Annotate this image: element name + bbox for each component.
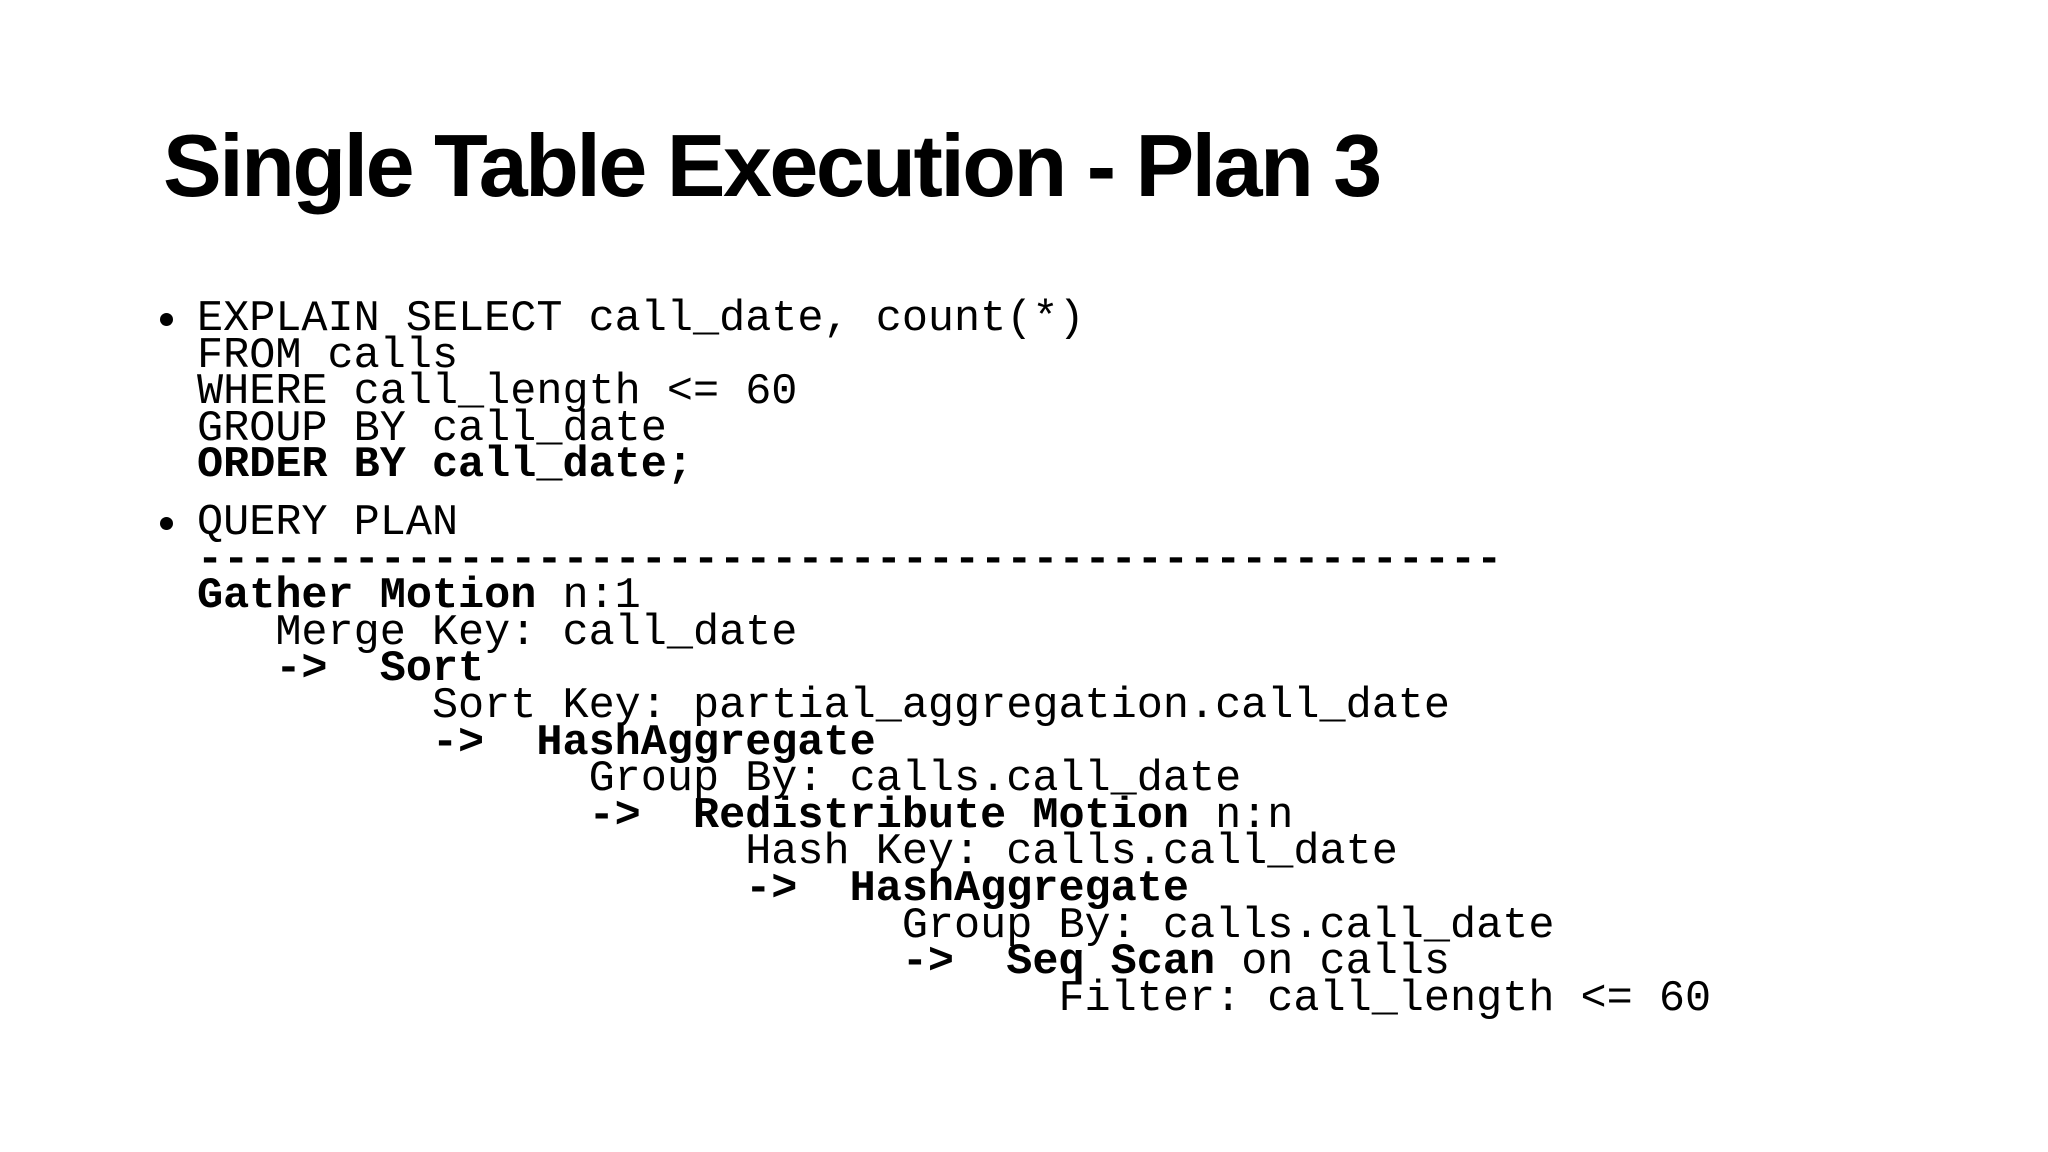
code-line: Group By: calls.call_date [197, 758, 1711, 802]
bullet-dot [160, 517, 173, 530]
code-line: -> HashAggregate [197, 721, 1711, 765]
code-line: Group By: calls.call_date [197, 904, 1711, 948]
code-segment: -> HashAggregate [431, 718, 876, 768]
code-segment: n:n [1188, 791, 1294, 841]
code-segment: -> Sort [275, 645, 485, 695]
code-line: Gather Motion n:1 [197, 575, 1711, 619]
code-segment: -> Redistribute Motion [588, 791, 1189, 841]
code-segment: on calls [1215, 938, 1451, 988]
code-line: QUERY PLAN [197, 502, 1711, 546]
code-segment: Group By: calls.call_date [197, 901, 1555, 951]
code-segment: FROM calls [197, 331, 459, 381]
code-line: FROM calls [197, 334, 1085, 378]
code-segment: EXPLAIN SELECT call_date, count(*) [197, 295, 1085, 344]
code-line: -> HashAggregate [197, 868, 1711, 912]
code-line: -> Sort [197, 648, 1711, 692]
code-line: Sort Key: partial_aggregation.call_date [197, 685, 1711, 729]
code-line: EXPLAIN SELECT call_date, count(*) [197, 298, 1085, 342]
code-line: Merge Key: call_date [197, 612, 1711, 656]
code-line: Filter: call_length <= 60 [197, 977, 1711, 1021]
code-segment: ORDER BY call_date; [197, 441, 693, 491]
slide-title: Single Table Execution - Plan 3 [163, 116, 1382, 215]
code-segment: ----------------------------------------… [197, 535, 1503, 585]
code-segment: n:1 [536, 572, 641, 622]
code-line: ----------------------------------------… [197, 538, 1711, 582]
code-line: Hash Key: calls.call_date [197, 831, 1711, 875]
code-segment: WHERE call_length <= 60 [197, 368, 798, 418]
code-segment: -> HashAggregate [745, 864, 1189, 914]
code-segment: Hash Key: calls.call_date [197, 828, 1398, 878]
code-line: GROUP BY call_date [197, 408, 1085, 452]
code-line: -> Seq Scan on calls [197, 941, 1711, 985]
query-plan-block: QUERY PLAN------------------------------… [197, 502, 1711, 1021]
code-segment: Gather Motion [197, 572, 537, 622]
code-segment: Merge Key: call_date [197, 608, 798, 658]
code-segment: GROUP BY call_date [197, 404, 667, 454]
code-segment: Group By: calls.call_date [197, 755, 1242, 805]
code-segment: QUERY PLAN [197, 499, 459, 548]
code-segment: -> Seq Scan [901, 938, 1216, 988]
code-line: ORDER BY call_date; [197, 444, 1085, 488]
code-segment: Sort Key: partial_aggregation.call_date [197, 681, 1451, 731]
sql-query-block: EXPLAIN SELECT call_date, count(*)FROM c… [197, 298, 1085, 488]
code-line: -> Redistribute Motion n:n [197, 795, 1711, 839]
bullet-dot [160, 313, 173, 326]
code-segment: Filter: call_length <= 60 [197, 974, 1712, 1024]
code-line: WHERE call_length <= 60 [197, 371, 1085, 415]
